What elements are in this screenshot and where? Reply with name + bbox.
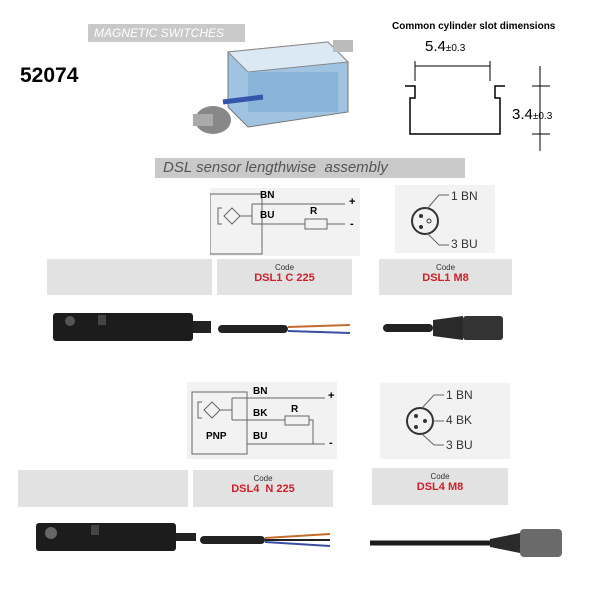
minus-label: - [329,437,333,449]
wiring-diagram-2wire: BN BU R + - [210,188,360,256]
blank-panel-row2 [18,470,188,507]
slot-depth-tolerance: ±0.3 [532,111,553,122]
product-number: 52074 [20,64,79,87]
pin3-label: 3 BU [446,438,473,452]
minus-label: - [350,218,354,230]
section-title-banner: DSL sensor lengthwise assembly [155,158,465,178]
code-panel-dsl1-m8: Code DSL1 M8 [379,259,512,295]
sensor-photo-row2 [36,523,196,551]
wire-bu-label: BU [253,431,268,442]
slot-width-tolerance: ±0.3 [445,43,466,54]
code-label: Code [430,472,450,481]
slot-dimension-drawing [405,61,550,151]
pnp-label: PNP [206,431,227,442]
code-panel-dsl4-n225: Code DSL4 N 225 [193,470,333,507]
cable-photo-row1 [218,324,351,334]
resistor-label: R [291,404,299,415]
wire-bu-label: BU [260,210,275,221]
pinout-3pin: 1 BN 4 BK 3 BU [380,383,510,459]
code-panel-dsl4-m8: Code DSL4 M8 [372,468,508,505]
slot-width-value: 5.4 [425,38,446,55]
product-code: DSL4 M8 [416,481,464,493]
sensor-photo-row1 [53,313,211,341]
m8-connector-photo-row1 [383,316,503,340]
plus-label: + [328,390,335,402]
code-label: Code [274,263,295,272]
pin4-label: 4 BK [446,413,473,427]
code-label: Code [253,474,273,483]
wire-bn-label: BN [260,190,275,201]
wire-bn-label: BN [253,386,268,397]
wire-bk-label: BK [253,408,268,419]
slot-depth: 3.4±0.3 [512,106,552,123]
blank-panel-row1 [47,259,212,295]
wiring-diagram-pnp: BN BK BU R PNP + - [187,382,337,459]
cylinder-image [193,40,353,134]
code-label: Code [435,263,456,272]
resistor-label: R [310,206,318,217]
code-panel-dsl1-c225: Code DSL1 C 225 [217,259,352,295]
m8-connector-photo-row2 [370,529,562,557]
pin1-label: 1 BN [446,388,473,402]
plus-label: + [349,196,356,208]
product-code: DSL4 N 225 [231,483,295,495]
pin1-label: 1 BN [451,189,478,203]
slot-depth-value: 3.4 [512,106,533,123]
cable-photo-row2 [200,533,331,547]
slot-width: 5.4±0.3 [425,38,465,55]
product-code: DSL1 C 225 [254,272,315,284]
pinout-2pin: 1 BN 3 BU [395,185,495,253]
slot-dimensions-title: Common cylinder slot dimensions [392,21,556,32]
product-code: DSL1 M8 [422,272,469,284]
magnetic-switches-banner: MAGNETIC SWITCHES [88,24,245,42]
pin3-label: 3 BU [451,237,478,251]
